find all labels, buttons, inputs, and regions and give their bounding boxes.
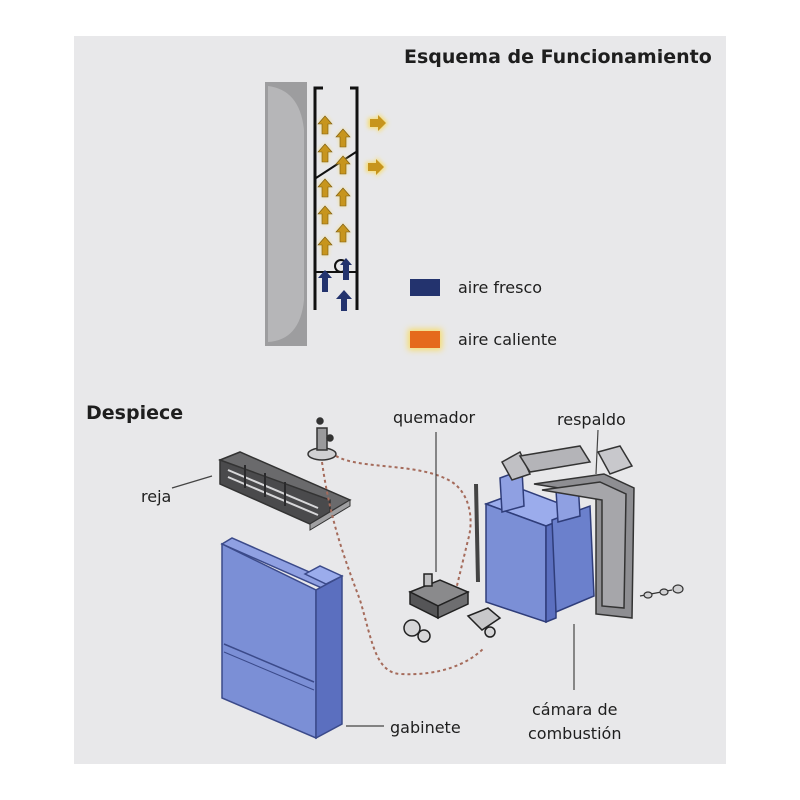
gas-pipe bbox=[321, 455, 485, 676]
label-respaldo: respaldo bbox=[557, 410, 626, 429]
quemador-burner bbox=[403, 573, 502, 643]
legend-swatch-fresh-air bbox=[410, 279, 440, 296]
legend-label-fresh-air: aire fresco bbox=[458, 278, 543, 297]
label-quemador: quemador bbox=[393, 408, 476, 427]
igniter bbox=[307, 417, 337, 461]
label-camara-combustion: cámara de combustión bbox=[528, 698, 621, 746]
reja-grille bbox=[218, 451, 352, 531]
respaldo-leader bbox=[595, 429, 599, 475]
gabinete-cabinet bbox=[220, 537, 344, 740]
diagram-title: Esquema de Funcionamiento bbox=[404, 46, 712, 68]
schematic bbox=[265, 82, 388, 346]
label-reja: reja bbox=[141, 487, 172, 506]
reja-leader bbox=[171, 475, 213, 489]
label-camara-line2: combustión bbox=[528, 724, 622, 743]
fresh-air-arrows bbox=[318, 258, 352, 311]
exploded-view bbox=[171, 417, 684, 740]
legend-label-hot-air: aire caliente bbox=[458, 330, 557, 349]
hot-air-arrows bbox=[317, 113, 388, 256]
respaldo-backpanel bbox=[500, 445, 635, 619]
heater-outline bbox=[313, 86, 359, 310]
screws bbox=[639, 584, 684, 599]
label-camara-line1: cámara de bbox=[531, 700, 618, 719]
label-gabinete: gabinete bbox=[390, 718, 461, 737]
legend-swatch-hot-air bbox=[410, 331, 440, 348]
diagram-panel bbox=[74, 36, 726, 764]
exploded-title: Despiece bbox=[86, 402, 184, 424]
